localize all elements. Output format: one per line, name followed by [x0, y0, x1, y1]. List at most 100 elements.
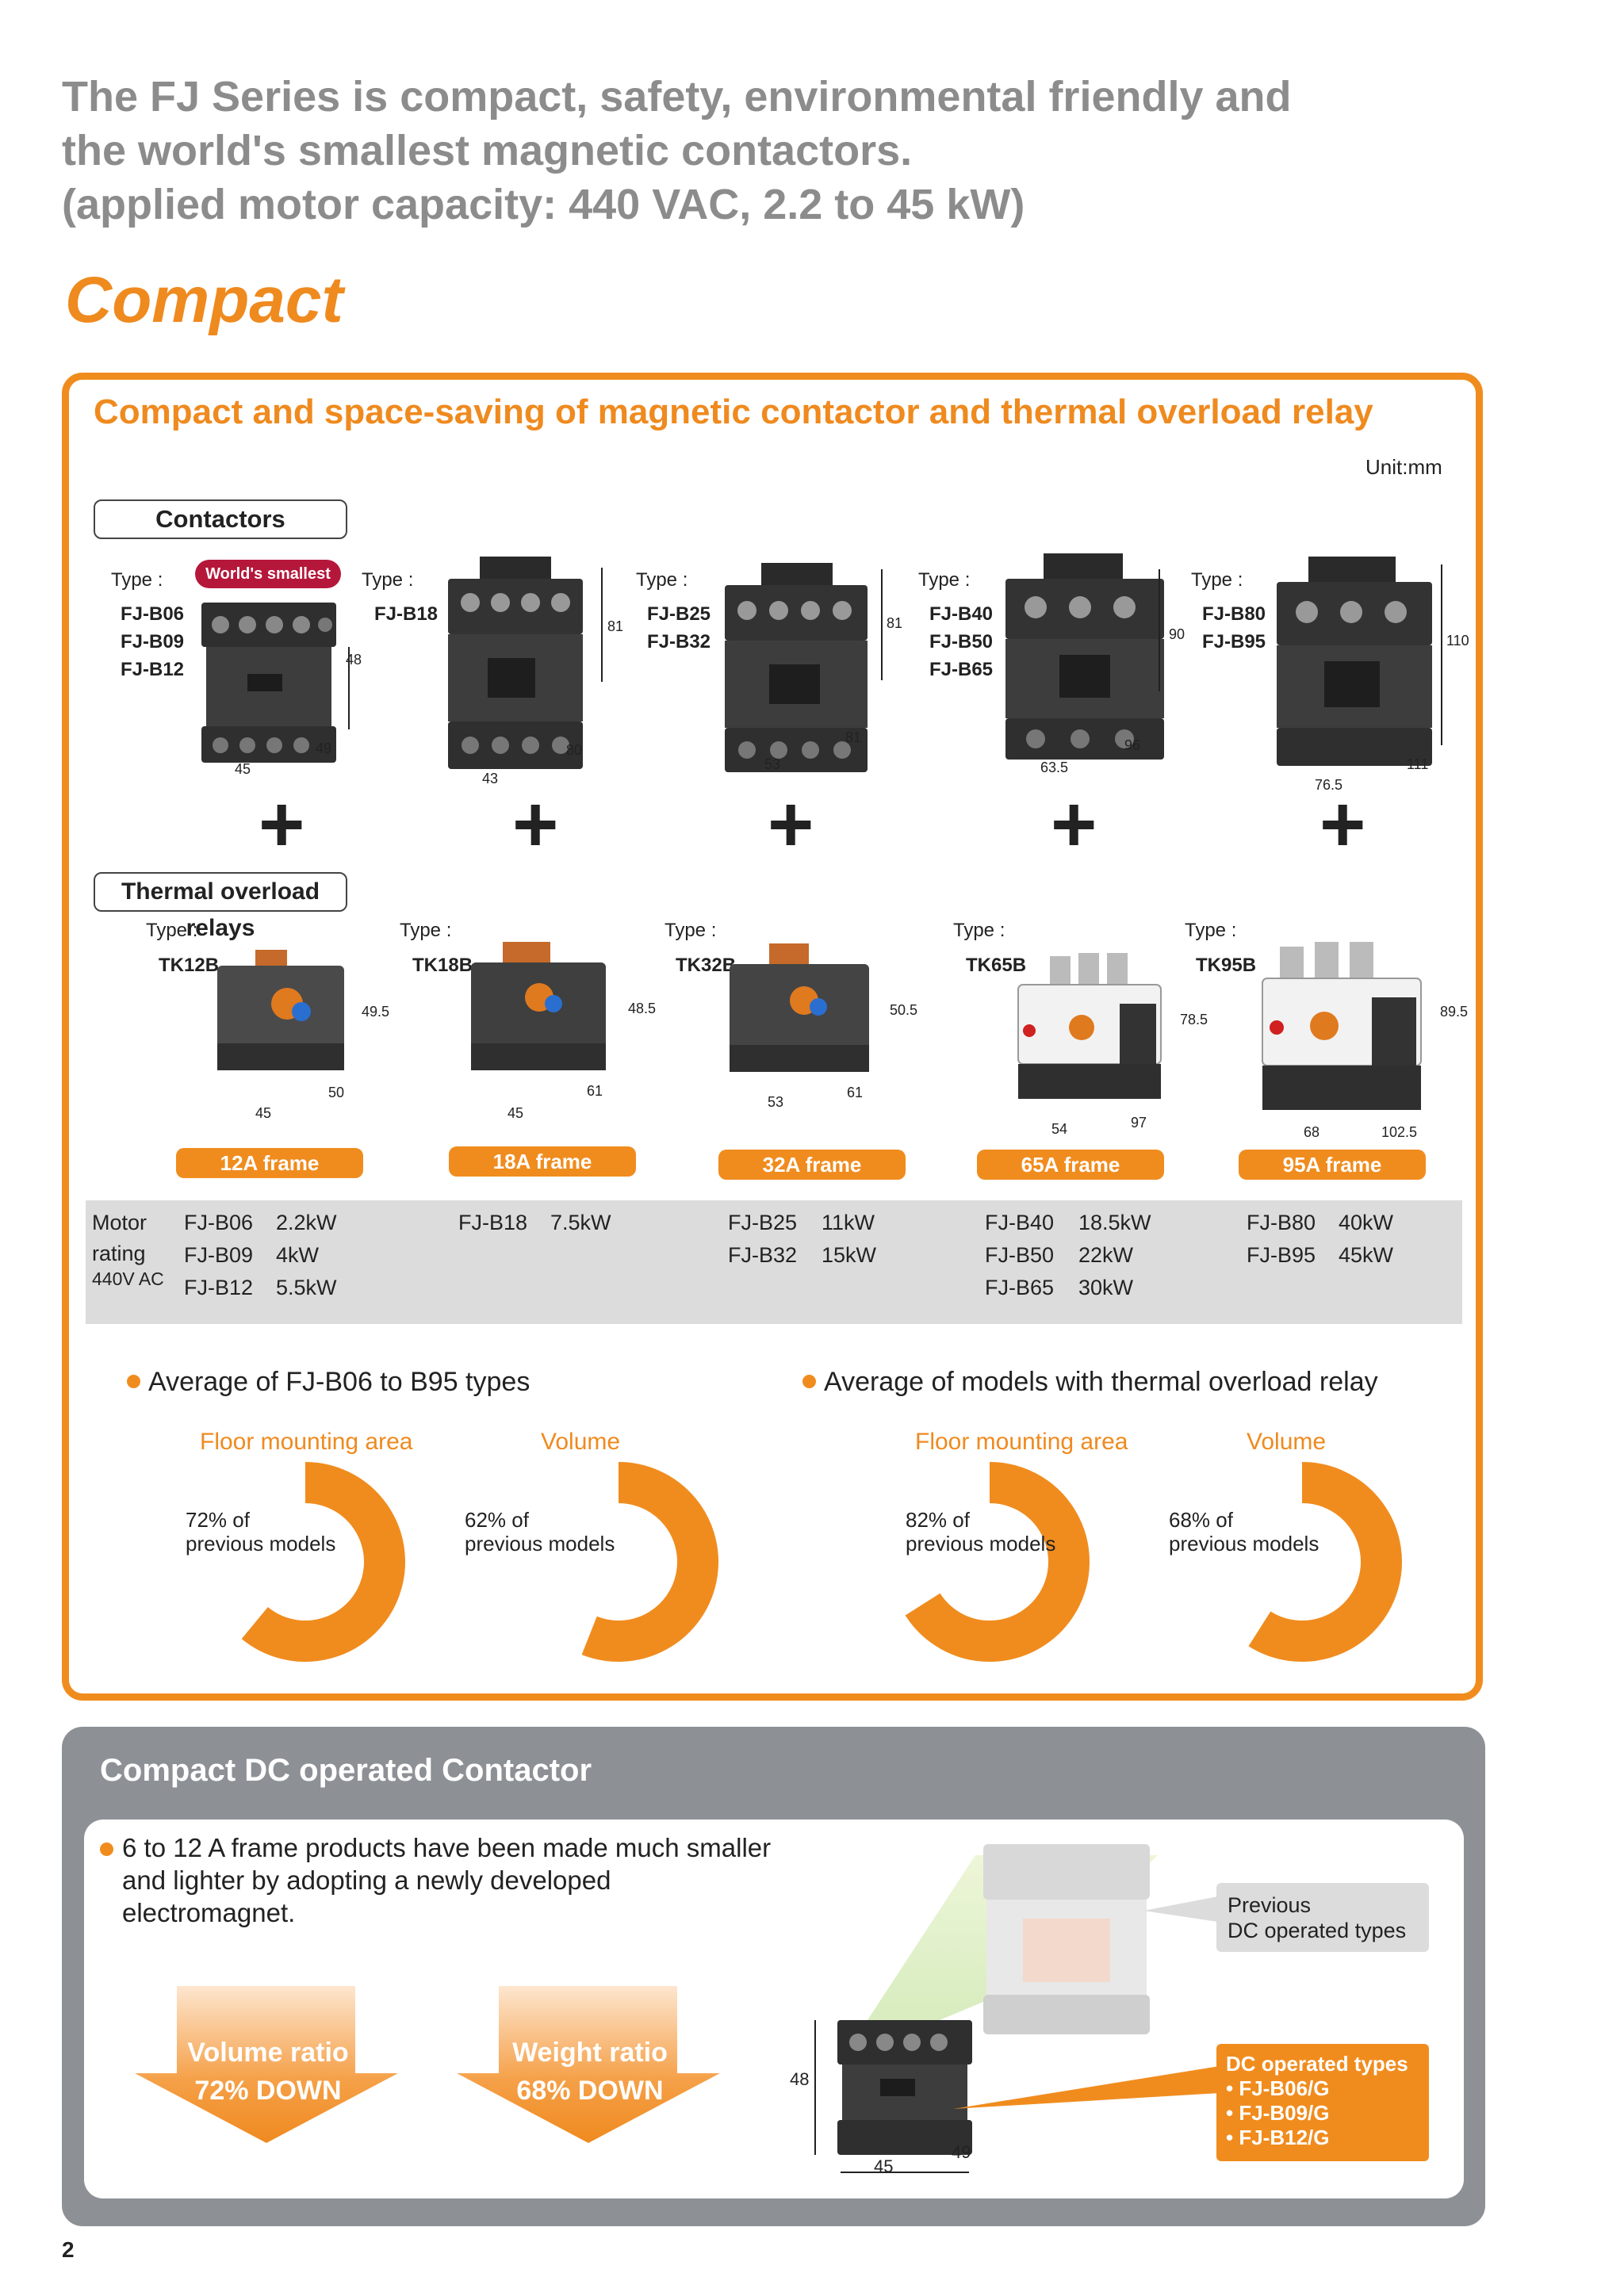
relay-type-label: Type :	[953, 920, 1005, 941]
rating-label-line: 440V AC	[92, 1269, 164, 1289]
plus-icon: +	[1051, 780, 1097, 869]
dim-height: 50.5	[890, 1002, 918, 1018]
relay-type-label: Type :	[665, 920, 717, 941]
dim-width: 53	[764, 756, 781, 772]
contactor-type-label: Type :	[918, 569, 971, 591]
relay-image-tk65b	[1017, 953, 1162, 1099]
dim-width: 43	[482, 771, 499, 786]
dc-dim-width: 45	[874, 2156, 894, 2176]
dim-width: 45	[255, 1105, 272, 1121]
model-name: FJ-B32	[647, 631, 711, 652]
relay-model: TK95B	[1196, 955, 1257, 976]
model-name: FJ-B40	[929, 603, 994, 625]
dim-depth: 61	[847, 1085, 864, 1100]
frame-badge: 18A frame	[449, 1146, 636, 1177]
ring-title: Volume	[1247, 1429, 1327, 1455]
relay-image-tk12b	[217, 950, 344, 1070]
ring-arc	[581, 1462, 718, 1662]
dim-depth: 61	[587, 1083, 603, 1099]
contactor-models: FJ-B80 FJ-B95	[1202, 600, 1266, 656]
average-heading-right: Average of models with thermal overload …	[802, 1367, 1378, 1398]
plus-icon: +	[259, 780, 305, 869]
dim-height: 89.5	[1440, 1004, 1469, 1020]
dim-height: 90	[1169, 626, 1185, 642]
relay-type-label: Type :	[146, 920, 198, 941]
relays-label: Thermal overload relays	[94, 872, 347, 941]
relay-image-tk32b	[730, 943, 869, 1072]
plus-icon: +	[1320, 780, 1366, 869]
contactor-models: FJ-B06 FJ-B09 FJ-B12	[121, 600, 184, 683]
worlds-smallest-badge: World's smallest	[195, 560, 341, 588]
dim-height: 110	[1446, 633, 1469, 649]
volume-down-arrow-icon	[135, 1986, 398, 2143]
relay-type-label: Type :	[1185, 920, 1237, 941]
contactor-image-b80	[1277, 557, 1442, 766]
dim-depth: 111	[1407, 756, 1429, 772]
intro-line-2: the world's smallest magnetic contactors…	[62, 127, 913, 174]
intro-line-1: The FJ Series is compact, safety, enviro…	[62, 73, 1292, 121]
relay-image-tk95b	[1262, 942, 1422, 1110]
frame-badge: 65A frame	[977, 1150, 1164, 1180]
dim-width: 54	[1051, 1121, 1068, 1137]
dim-height: 48.5	[628, 1001, 657, 1016]
contactor-models: FJ-B25 FJ-B32	[647, 600, 710, 656]
contactor-type-label: Type :	[636, 569, 688, 591]
contactor-models: FJ-B18	[374, 600, 438, 628]
ring-chart	[1248, 1462, 1402, 1662]
dim-depth: 80	[566, 742, 583, 758]
dim-width: 45	[508, 1105, 524, 1121]
weight-down-arrow-icon	[457, 1986, 720, 2143]
dc-dim-height: 48	[790, 2069, 810, 2089]
average-heading-left: Average of FJ-B06 to B95 types	[127, 1367, 530, 1398]
bullet-dot-icon	[127, 1374, 140, 1388]
ring-title: Floor mounting area	[200, 1429, 413, 1455]
relay-model: TK18B	[412, 955, 473, 976]
ring-arc	[905, 1462, 1090, 1662]
dc-dim-depth: 49	[952, 2142, 971, 2162]
compact-heading: Compact	[65, 264, 343, 336]
frame-badge: 12A frame	[176, 1148, 363, 1178]
ring-title: Floor mounting area	[915, 1429, 1128, 1455]
unit-label: Unit:mm	[1365, 455, 1442, 479]
dim-height: 48	[346, 652, 362, 668]
model-name: FJ-B50	[929, 631, 994, 652]
dim-depth: 81	[845, 729, 862, 745]
intro-text: The FJ Series is compact, safety, enviro…	[62, 70, 1410, 232]
frame-badge: 32A frame	[718, 1150, 906, 1180]
dim-depth: 102.5	[1381, 1124, 1418, 1140]
relay-type-label: Type :	[400, 920, 452, 941]
relay-model: TK12B	[159, 955, 220, 976]
contactors-label: Contactors	[94, 499, 347, 539]
dim-height: 81	[887, 615, 903, 631]
ring-arc	[1248, 1462, 1402, 1662]
intro-line-3: (applied motor capacity: 440 VAC, 2.2 to…	[62, 181, 1025, 228]
model-name: FJ-B06	[121, 603, 185, 625]
contactor-image-b18	[448, 557, 603, 769]
dim-depth: 96	[1124, 737, 1141, 753]
contactor-type-label: Type :	[111, 569, 163, 591]
relay-model: TK65B	[966, 955, 1027, 976]
contactor-image-b06	[201, 603, 350, 763]
section-title: Compact and space-saving of magnetic con…	[94, 392, 1373, 431]
dc-description: 6 to 12 A frame products have been made …	[98, 1831, 772, 1929]
contactor-type-label: Type :	[362, 569, 414, 591]
dim-width: 63.5	[1040, 760, 1069, 775]
dim-height: 78.5	[1180, 1012, 1208, 1027]
dim-depth: 50	[328, 1085, 345, 1100]
dim-width: 53	[768, 1094, 784, 1110]
contactor-type-label: Type :	[1191, 569, 1243, 591]
